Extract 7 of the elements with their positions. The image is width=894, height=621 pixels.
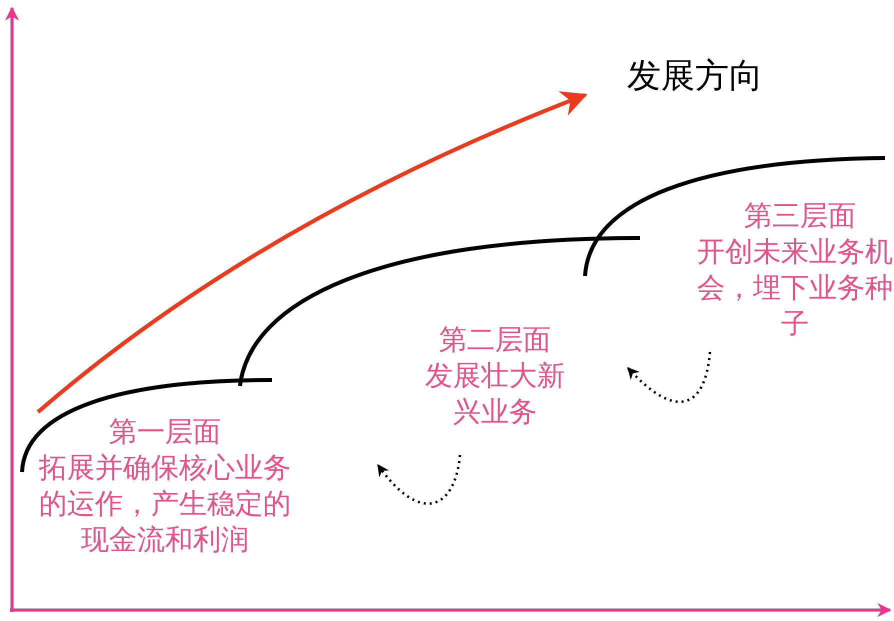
layer-heading: 第一层面	[108, 414, 222, 450]
layer-description: 开创未来业务机会，埋下业务种子	[696, 234, 894, 342]
layer-heading: 第二层面	[438, 322, 552, 358]
layer-description: 拓展并确保核心业务的运作，产生稳定的现金流和利润	[38, 450, 292, 558]
layer-description: 发展壮大新兴业务	[425, 358, 565, 430]
layer-heading: 第三层面	[743, 198, 857, 234]
direction-label: 发展方向	[626, 55, 764, 97]
